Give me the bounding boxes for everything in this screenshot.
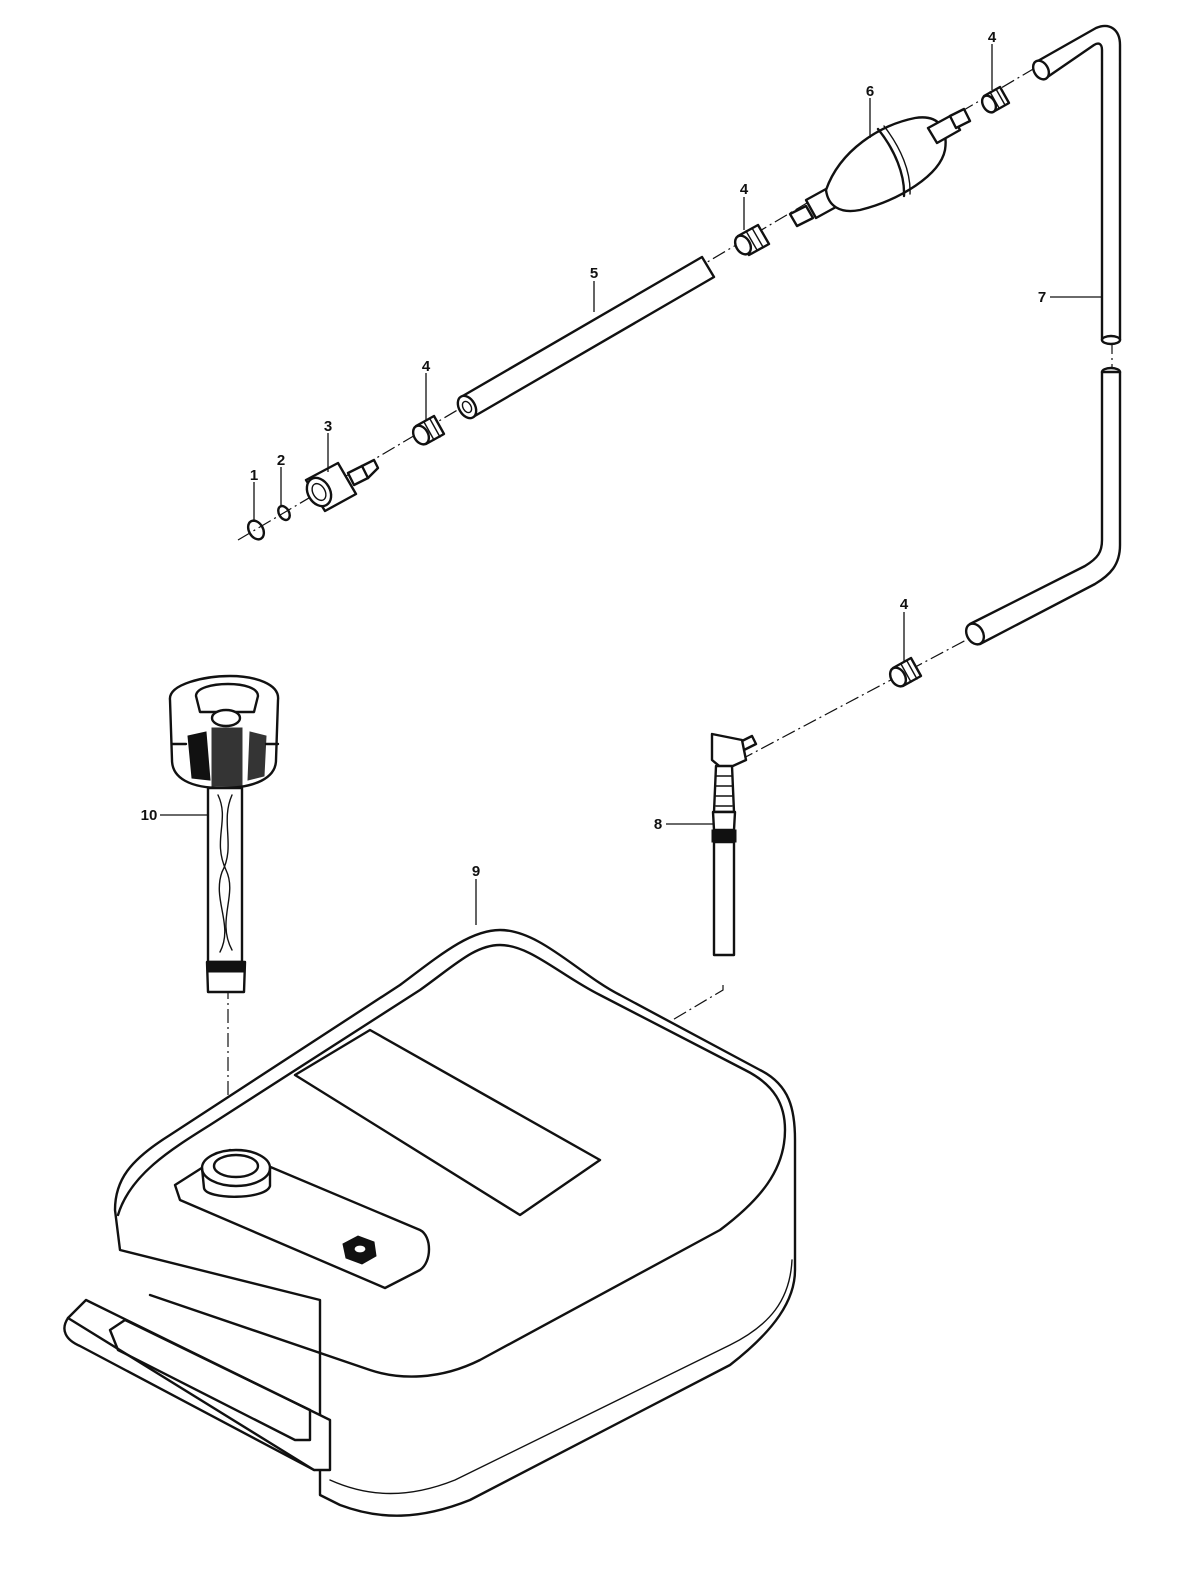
- part-6-primer-bulb: [788, 107, 972, 228]
- part-8-fuel-pickup: [710, 732, 758, 957]
- callout-7: 7: [1038, 289, 1046, 306]
- callout-5: 5: [590, 265, 598, 282]
- callout-9: 9: [472, 863, 480, 880]
- callout-4-b: 4: [740, 181, 749, 198]
- callout-4-a: 4: [422, 358, 431, 375]
- part-7-bent-hose: [964, 24, 1122, 646]
- part-1-o-ring: [246, 519, 266, 541]
- part-4-clamp-a: [411, 414, 446, 446]
- part-10-fuel-gauge-cap: [168, 674, 280, 994]
- part-4-clamp-b: [733, 223, 771, 257]
- part-4-clamp-d: [888, 656, 923, 688]
- callout-labels: 1 2 3 4 5 4 6 4 7 4 8 9 10: [141, 29, 1047, 880]
- callout-4-d: 4: [900, 596, 909, 613]
- part-4-clamp-c: [980, 85, 1011, 114]
- callout-2: 2: [277, 452, 285, 469]
- leader-lines: [160, 44, 1102, 925]
- callout-8: 8: [654, 816, 662, 833]
- part-3-fuel-connector: [304, 458, 380, 513]
- callout-6: 6: [866, 83, 874, 100]
- part-2-seal: [277, 504, 291, 522]
- callout-10: 10: [141, 807, 158, 824]
- callout-1: 1: [250, 467, 258, 484]
- callout-3: 3: [324, 418, 332, 435]
- part-5-fuel-hose: [456, 255, 716, 420]
- part-9-fuel-tank: [63, 928, 797, 1517]
- callout-4-c: 4: [988, 29, 997, 46]
